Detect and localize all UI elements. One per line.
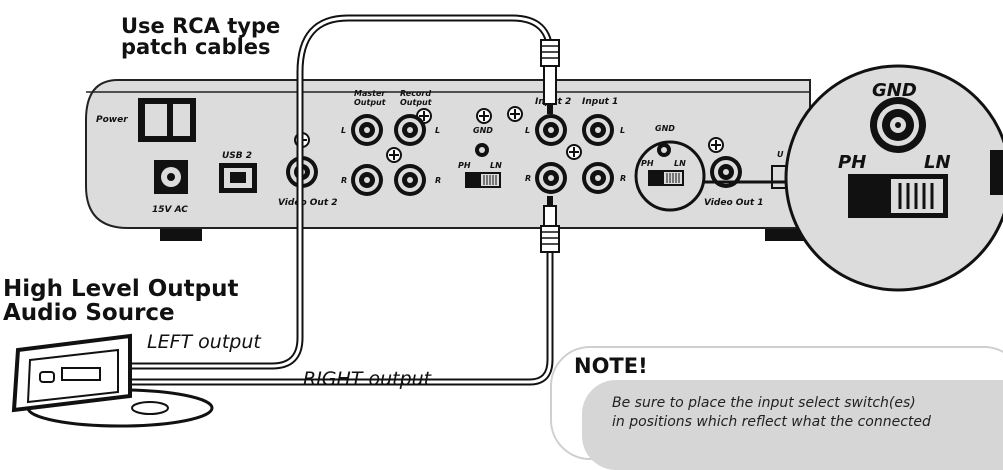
ln-label-2: LN (674, 159, 686, 168)
ln-label: LN (490, 161, 502, 170)
rca-plug-bottom (540, 196, 560, 253)
source-title-line-1: High Level Output (3, 276, 239, 302)
cables-title: Use RCA type patch cables (121, 16, 280, 58)
gnd-label-2: GND (655, 124, 675, 133)
cassette-cd-icon (11, 333, 214, 428)
video-out-2-label: Video Out 2 (278, 198, 338, 208)
record-output-label-2: Output (400, 98, 433, 107)
l-mark-4: L (620, 126, 625, 135)
input-1-label: Input 1 (582, 97, 618, 107)
left-output-label: LEFT output (147, 331, 261, 353)
usb-label: USB 2 (222, 151, 252, 161)
diagram-graphic: Power 15V AC USB 2 (11, 14, 1003, 428)
note-box: NOTE! Be sure to place the input select … (550, 346, 1003, 470)
ph-label-2: PH (641, 159, 654, 168)
source-title-line-2: Audio Source (3, 300, 175, 326)
l-mark-3: L (525, 126, 530, 135)
rca-jacks (286, 114, 742, 196)
note-title: NOTE! (574, 354, 648, 378)
patch-cables (130, 14, 554, 386)
note-line-1: Be sure to place the input select switch… (612, 395, 916, 411)
right-output-label: RIGHT output (303, 368, 432, 390)
power-label: Power (96, 115, 128, 125)
l-mark-2: L (435, 126, 440, 135)
master-output-label-2: Output (354, 98, 387, 107)
dc-label: 15V AC (152, 205, 188, 215)
gnd-label: GND (473, 126, 493, 135)
r-mark-4: R (620, 174, 626, 183)
master-output-label-1: Master (354, 89, 386, 98)
source-title: High Level Output Audio Source (3, 277, 238, 325)
highlight-circle (634, 140, 706, 212)
edge-label: U (777, 150, 784, 159)
note-line-2: in positions which reflect what the conn… (612, 414, 931, 430)
r-mark-2: R (435, 176, 441, 185)
zoom-ln-label: LN (924, 152, 951, 173)
r-mark: R (341, 176, 347, 185)
video-out-1-label: Video Out 1 (704, 198, 764, 208)
zoom-gnd-label: GND (872, 80, 917, 101)
ph-label: PH (458, 161, 471, 170)
back-panel (85, 79, 811, 229)
r-mark-3: R (525, 174, 531, 183)
record-output-label-1: Record (400, 89, 431, 98)
connection-diagram: Power 15V AC USB 2 (3, 14, 1003, 470)
cables-title-line-1: Use RCA type (121, 14, 281, 38)
zoom-detail (786, 66, 1003, 290)
note-text: Be sure to place the input select switch… (612, 394, 931, 432)
cables-title-line-2: patch cables (121, 35, 271, 59)
note-body: Be sure to place the input select switch… (582, 380, 1003, 470)
zoom-ph-label: PH (838, 152, 866, 173)
rca-plug-top (540, 39, 560, 114)
l-mark: L (341, 126, 346, 135)
